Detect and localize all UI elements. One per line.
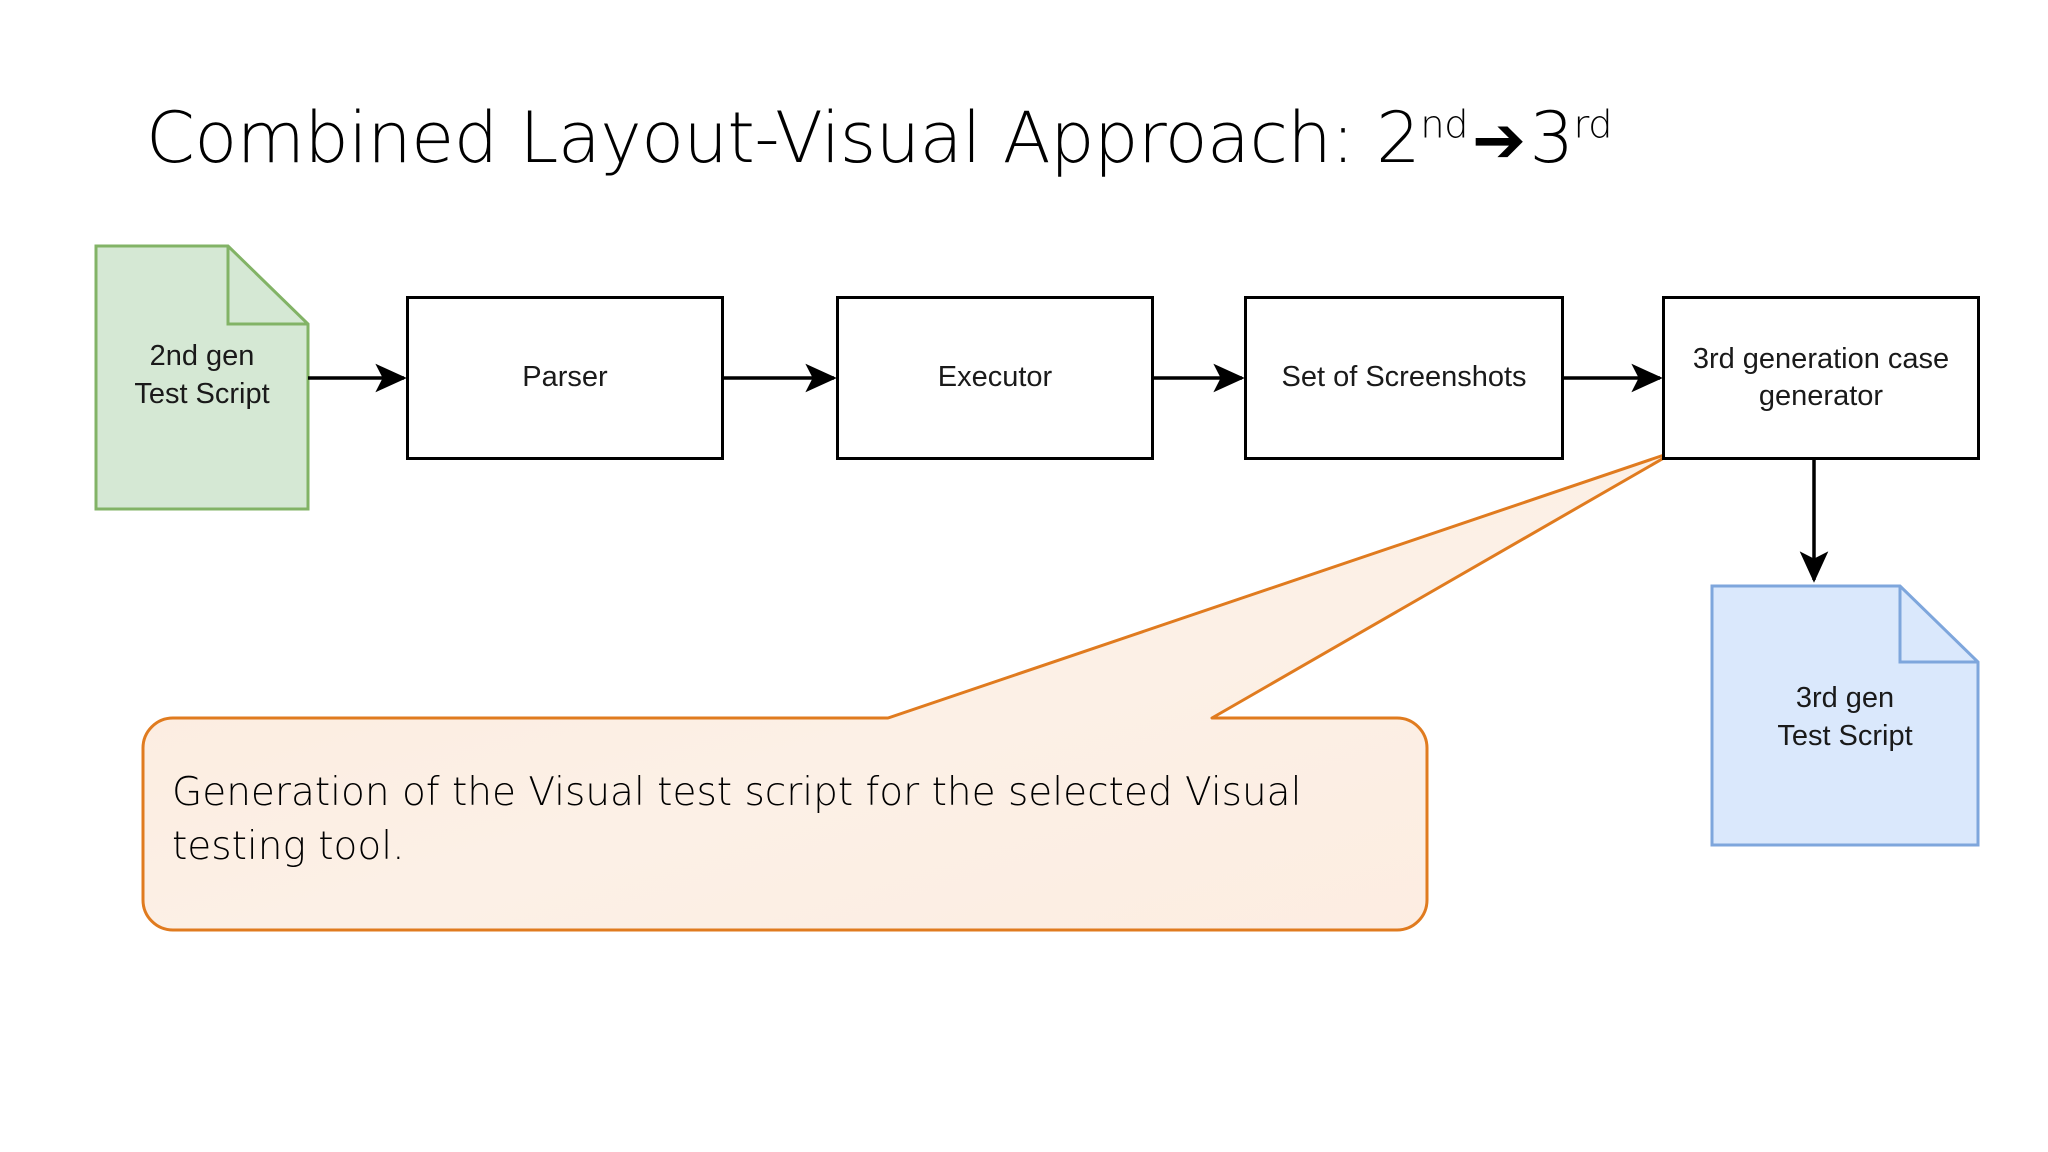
title-prefix: Combined Layout-Visual Approach:	[146, 97, 1377, 179]
callout-text: Generation of the Visual test script for…	[172, 770, 1302, 869]
output-document-fold	[1898, 586, 1978, 664]
page-title: Combined Layout-Visual Approach: 2nd➔3rd	[146, 103, 1946, 173]
title-ordinal-third-suffix: rd	[1573, 102, 1613, 148]
process-box-executor[interactable]: Executor	[836, 296, 1154, 460]
process-box-generator[interactable]: 3rd generation case generator	[1662, 296, 1980, 460]
right-arrow-icon: ➔	[1472, 103, 1526, 178]
source-document-fold	[226, 246, 308, 326]
process-box-parser[interactable]: Parser	[406, 296, 724, 460]
output-document-body	[1710, 584, 1980, 847]
source-document-shape	[94, 244, 310, 511]
title-ordinal-second-suffix: nd	[1420, 102, 1469, 148]
output-document-shape	[1710, 584, 1980, 847]
process-box-screenshots[interactable]: Set of Screenshots	[1244, 296, 1564, 460]
process-box-generator-label: 3rd generation case generator	[1692, 342, 1950, 412]
process-box-parser-label: Parser	[522, 361, 608, 394]
title-ordinal-second-number: 2	[1376, 97, 1421, 179]
process-box-executor-label: Executor	[937, 361, 1053, 394]
source-document-body	[94, 244, 310, 511]
process-box-screenshots-label: Set of Screenshots	[1281, 361, 1527, 394]
callout-bubble	[141, 449, 1678, 932]
title-ordinal-third-number: 3	[1529, 97, 1574, 179]
